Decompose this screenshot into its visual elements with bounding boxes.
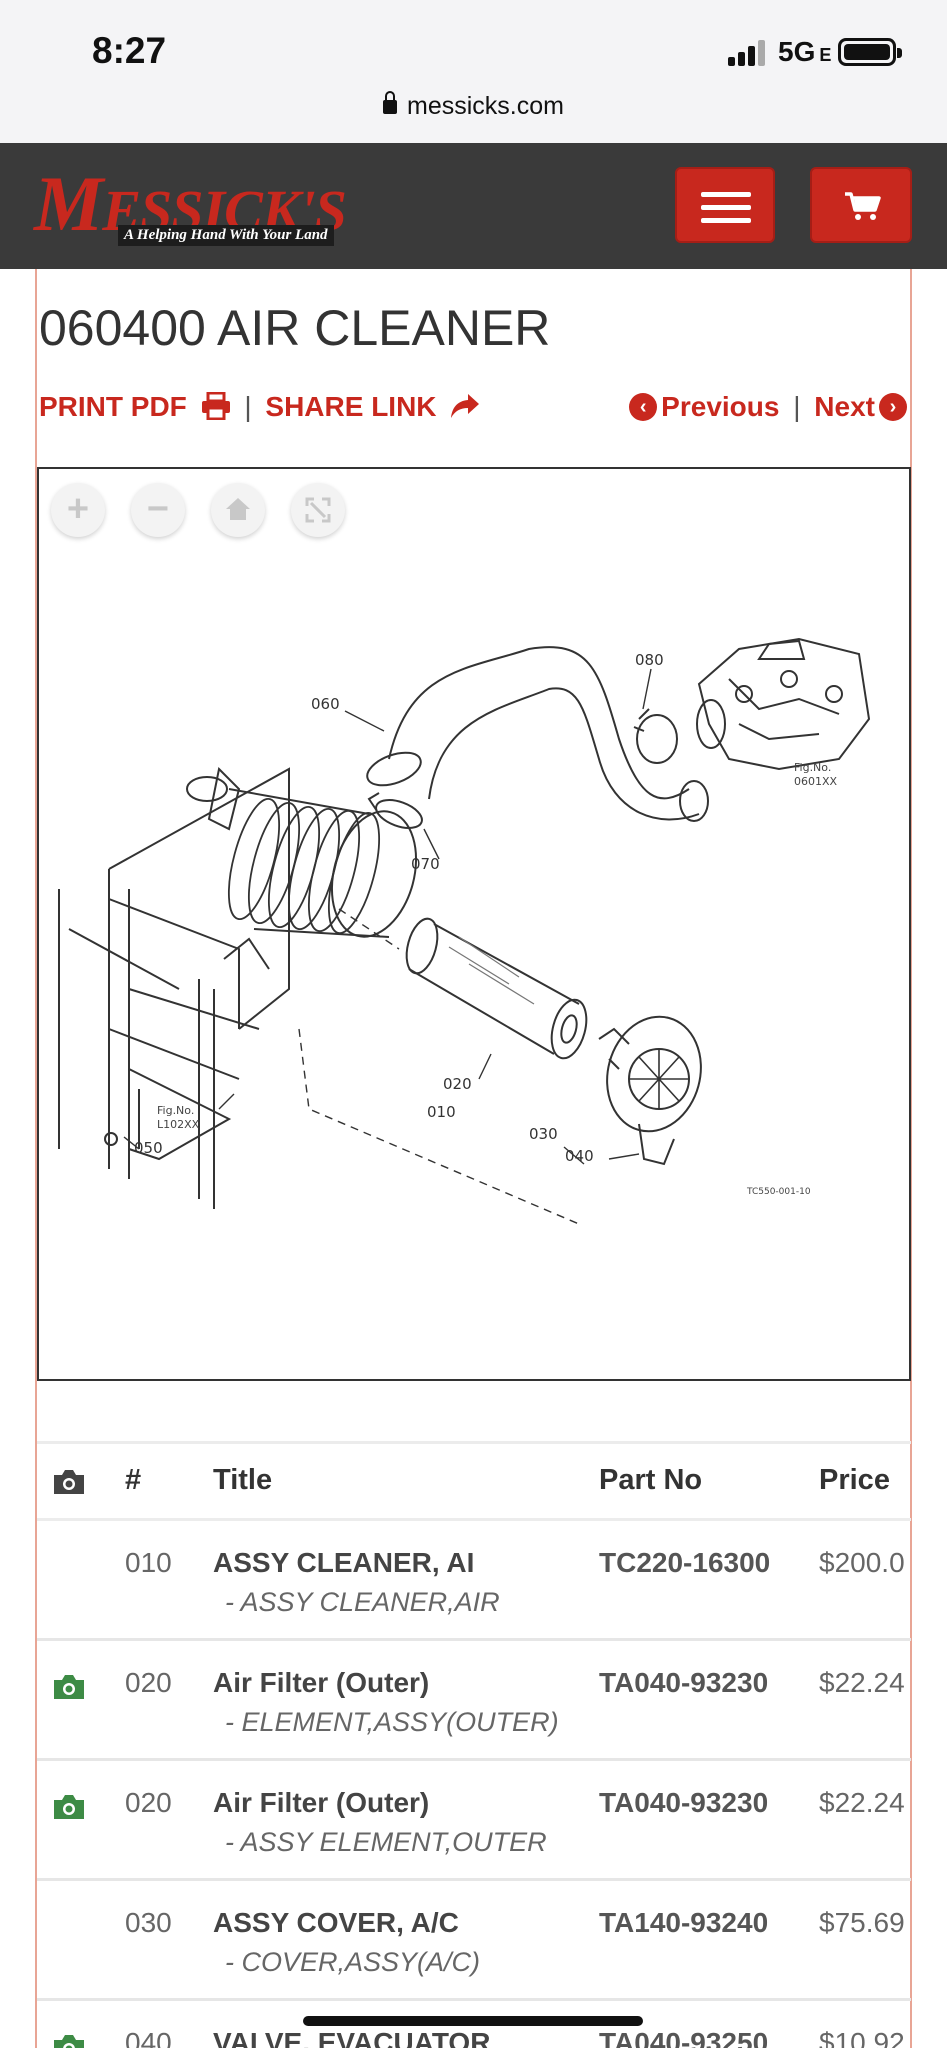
svg-text:060: 060 (311, 695, 340, 713)
address-bar[interactable]: messicks.com (0, 91, 947, 121)
share-link[interactable]: SHARE LINK (265, 391, 480, 422)
svg-text:010: 010 (427, 1103, 456, 1121)
svg-text:Fig.No.: Fig.No. (794, 761, 831, 774)
fullscreen-button[interactable] (291, 483, 345, 537)
zoom-in-button[interactable]: + (51, 483, 105, 537)
header-number: # (125, 1464, 142, 1496)
part-title[interactable]: VALVE, EVACUATOR (213, 2027, 491, 2048)
logo-tagline: A Helping Hand With Your Land (118, 225, 334, 246)
part-price: $10.92 (819, 2027, 905, 2048)
part-title[interactable]: ASSY CLEANER, AI (213, 1547, 475, 1578)
home-view-button[interactable] (211, 483, 265, 537)
part-subtitle: - ASSY ELEMENT,OUTER (225, 1827, 547, 1857)
part-no[interactable]: TA040-93230 (599, 1667, 769, 1698)
parts-table: # Title Part No Price 010 ASSY CLEANER, … (37, 1441, 911, 2048)
svg-text:TC550-001-10: TC550-001-10 (746, 1187, 811, 1197)
part-title[interactable]: Air Filter (Outer) (213, 1667, 430, 1698)
part-price: $22.24 (819, 1667, 905, 1698)
svg-text:020: 020 (443, 1075, 472, 1093)
page-title: 060400 AIR CLEANER (39, 300, 551, 356)
table-row[interactable]: 020 Air Filter (Outer) - ELEMENT,ASSY(OU… (37, 1641, 911, 1761)
part-number: 040 (125, 2027, 172, 2048)
header-price: Price (819, 1464, 890, 1496)
photo-icon[interactable] (51, 1673, 87, 1701)
svg-text:030: 030 (529, 1125, 558, 1143)
cart-button[interactable] (810, 167, 912, 243)
table-row[interactable]: 010 ASSY CLEANER, AI - ASSY CLEANER,AIR … (37, 1521, 911, 1641)
site-logo[interactable]: MESSICK'S A Helping Hand With Your Land (34, 160, 347, 247)
status-time: 8:27 (92, 30, 167, 71)
svg-text:L102XX: L102XX (157, 1118, 200, 1131)
exploded-parts-diagram: 060 080 070 020 010 030 040 050 Fig.No. … (58, 637, 871, 1225)
signal-icon (728, 40, 768, 66)
part-no[interactable]: TC220-16300 (599, 1547, 771, 1578)
part-title[interactable]: ASSY COVER, A/C (213, 1907, 459, 1938)
svg-text:040: 040 (565, 1147, 594, 1165)
fullscreen-icon (305, 497, 331, 523)
svg-text:0601XX: 0601XX (794, 775, 838, 788)
svg-text:Fig.No.: Fig.No. (157, 1104, 194, 1117)
site-header: MESSICK'S A Helping Hand With Your Land (0, 143, 947, 269)
part-subtitle: - ELEMENT,ASSY(OUTER) (225, 1707, 559, 1737)
table-row[interactable]: 020 Air Filter (Outer) - ASSY ELEMENT,OU… (37, 1761, 911, 1881)
photo-icon[interactable] (51, 2033, 87, 2048)
part-no[interactable]: TA040-93250 (599, 2027, 769, 2048)
chevron-left-icon: ‹ (629, 392, 658, 421)
part-no[interactable]: TA040-93230 (599, 1787, 769, 1818)
menu-button[interactable] (675, 167, 775, 243)
part-subtitle: - ASSY CLEANER,AIR (225, 1587, 500, 1617)
part-number: 010 (125, 1547, 172, 1578)
previous-link[interactable]: ‹Previous (625, 391, 779, 422)
part-title[interactable]: Air Filter (Outer) (213, 1787, 430, 1818)
part-no[interactable]: TA140-93240 (599, 1907, 769, 1938)
chevron-right-icon: › (879, 392, 907, 421)
camera-icon (54, 1470, 84, 1494)
toolbar-separator: | (244, 391, 252, 422)
table-row[interactable]: 030 ASSY COVER, A/C - COVER,ASSY(A/C) TA… (37, 1881, 911, 2001)
part-number: 020 (125, 1667, 172, 1698)
table-header: # Title Part No Price (37, 1441, 911, 1521)
home-icon (226, 498, 250, 520)
part-number: 020 (125, 1787, 172, 1818)
share-icon (451, 393, 480, 418)
svg-text:070: 070 (411, 855, 440, 873)
zoom-out-button[interactable]: − (131, 483, 185, 537)
next-link[interactable]: Next› (814, 391, 911, 422)
lock-icon (383, 91, 398, 114)
part-subtitle: - COVER,ASSY(A/C) (225, 1947, 481, 1977)
part-price: $75.69 (819, 1907, 905, 1938)
content-frame: 060400 AIR CLEANER PRINT PDF | SHARE LIN… (35, 269, 912, 2048)
part-price: $22.24 (819, 1787, 905, 1818)
hamburger-icon (701, 192, 751, 197)
url-text: messicks.com (407, 92, 564, 120)
battery-icon (838, 38, 902, 66)
parts-diagram-viewer[interactable]: 060 080 070 020 010 030 040 050 Fig.No. … (37, 467, 911, 1381)
photo-icon[interactable] (51, 1793, 87, 1821)
part-number: 030 (125, 1907, 172, 1938)
table-row[interactable]: 040 VALVE, EVACUATOR TA040-93250 $10.92 (37, 2001, 911, 2048)
svg-text:080: 080 (635, 651, 664, 669)
header-title: Title (213, 1464, 273, 1496)
part-price: $200.0 (819, 1547, 905, 1578)
header-part-no: Part No (599, 1464, 703, 1496)
print-pdf-link[interactable]: PRINT PDF (39, 391, 238, 422)
svg-text:050: 050 (134, 1139, 163, 1157)
cart-icon (845, 192, 881, 220)
printer-icon (201, 391, 230, 420)
page-toolbar: PRINT PDF | SHARE LINK ‹Previous | Next› (39, 391, 911, 431)
home-indicator[interactable] (303, 2016, 643, 2026)
